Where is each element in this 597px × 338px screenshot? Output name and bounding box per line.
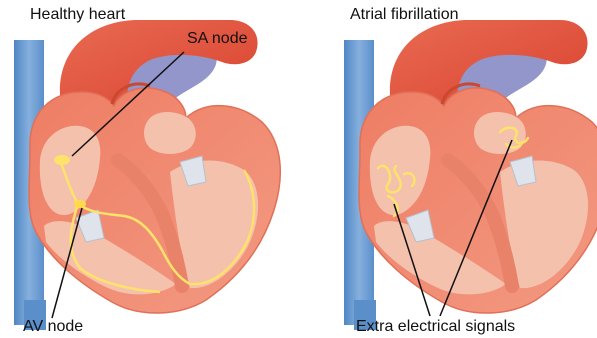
sa-node-label: SA node	[187, 30, 248, 48]
av-node-marker	[74, 200, 86, 208]
healthy-heart-title: Healthy heart	[30, 6, 125, 24]
av-node-label: AV node	[23, 318, 83, 336]
healthy-heart-illustration	[14, 20, 280, 330]
afib-heart-illustration	[344, 20, 597, 330]
extra-signals-label: Extra electrical signals	[356, 318, 515, 336]
atrial-fibrillation-title: Atrial fibrillation	[350, 6, 458, 24]
sa-node-marker	[54, 155, 70, 165]
